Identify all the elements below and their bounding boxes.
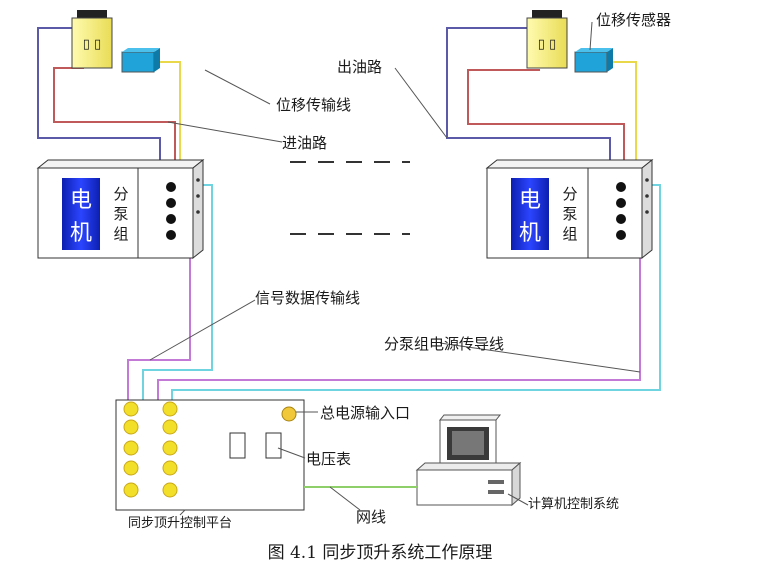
label-voltmeter: 电压表 — [306, 450, 351, 468]
left-unit-wires — [37, 27, 213, 400]
figure-caption: 图 4.1 同步顶升系统工作原理 — [268, 543, 493, 563]
left-oil-in-line — [53, 67, 176, 162]
right-cylinder: ▯ ▯ — [526, 10, 568, 69]
left-pump-char1: 分 — [113, 185, 128, 203]
right-power-line — [171, 184, 661, 400]
left-motor — [62, 178, 100, 250]
right-displacement-sensor — [574, 48, 613, 73]
left-pump-unit: 电 机 分 泵 组 — [36, 158, 205, 260]
label-signal-line: 信号数据传输线 — [255, 289, 360, 307]
left-sensor-line — [155, 61, 181, 162]
right-oil-in-line — [467, 69, 625, 162]
computer — [415, 414, 522, 507]
left-power-line — [142, 184, 213, 400]
svg-text:▯ ▯: ▯ ▯ — [83, 37, 101, 52]
right-motor — [511, 178, 549, 250]
label-oil-in: 进油路 — [282, 134, 327, 152]
right-pump-char3: 组 — [562, 225, 577, 243]
main-power-port — [281, 406, 297, 422]
label-main-power-input: 总电源输入口 — [320, 404, 410, 422]
right-motor-char2: 机 — [519, 221, 541, 246]
left-signal-line — [127, 258, 191, 400]
left-pump-char3: 组 — [113, 225, 128, 243]
voltmeter-right — [265, 432, 282, 459]
label-pump-power-line: 分泵组电源传导线 — [384, 335, 504, 353]
right-pump-char2: 泵 — [562, 205, 577, 223]
label-computer-system: 计算机控制系统 — [528, 497, 619, 512]
left-displacement-sensor — [121, 48, 160, 73]
left-oil-out-line — [37, 27, 161, 162]
label-oil-out: 出油路 — [337, 58, 382, 76]
computer-case — [416, 469, 513, 506]
voltmeter-left — [229, 432, 246, 459]
control-platform — [115, 399, 305, 511]
dashed-separators — [290, 161, 410, 235]
leader-lines — [149, 21, 641, 516]
left-pump-char2: 泵 — [113, 205, 128, 223]
label-displacement-line: 位移传输线 — [276, 96, 351, 114]
right-motor-char1: 电 — [519, 188, 541, 213]
left-motor-char1: 电 — [70, 188, 92, 213]
right-pump-unit: 电 机 分 泵 组 — [485, 158, 654, 260]
platform-buttons — [123, 401, 178, 498]
left-motor-char2: 机 — [70, 221, 92, 246]
right-pump-char1: 分 — [562, 185, 577, 203]
right-sensor-line — [608, 61, 637, 162]
right-signal-line — [157, 258, 641, 400]
left-cylinder: ▯ ▯ — [71, 10, 113, 69]
label-displacement-sensor: 位移传感器 — [596, 11, 671, 29]
label-control-platform: 同步顶升控制平台 — [128, 516, 232, 531]
svg-text:▯ ▯: ▯ ▯ — [538, 37, 556, 52]
label-network-line: 网线 — [356, 508, 386, 526]
